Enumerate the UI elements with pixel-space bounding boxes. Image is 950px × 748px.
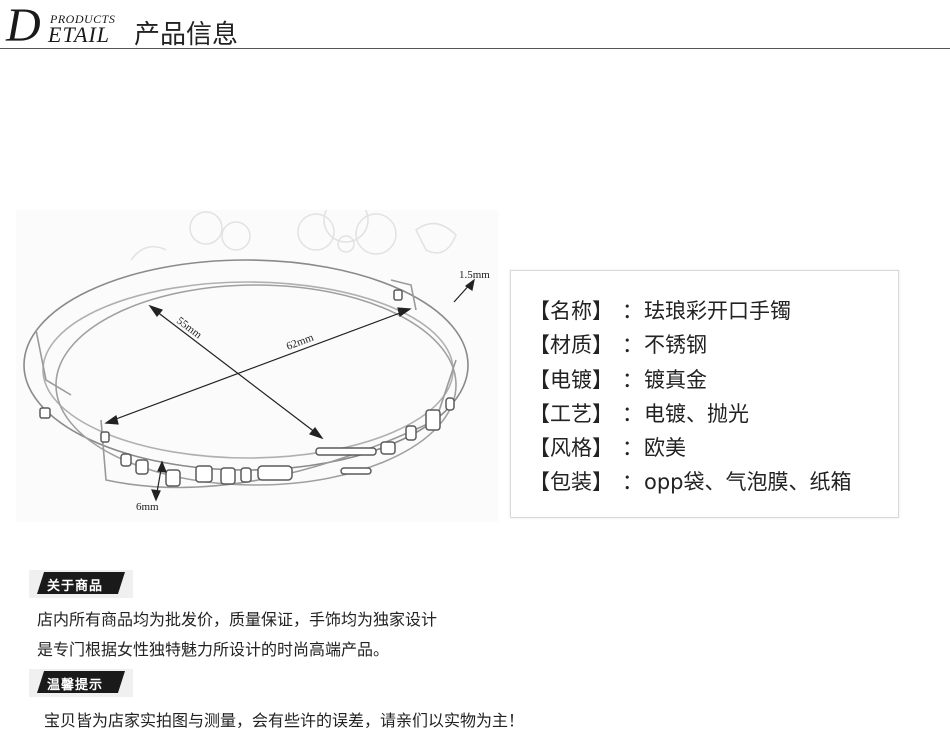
spec-row-material: 【材质】 ：不锈钢	[529, 329, 707, 359]
about-line-2: 是专门根据女性独特魅力所设计的时尚高端产品。	[37, 640, 390, 659]
dimension-arrows	[104, 278, 475, 502]
spec-label: 【包装】	[529, 470, 613, 494]
tips-line-1: 宝贝皆为店家实拍图与测量，会有些许的误差，请亲们以实物为主！	[44, 711, 525, 730]
spec-label: 【电镀】	[529, 368, 613, 392]
spec-separator: ：	[622, 333, 643, 357]
background-flowers	[130, 210, 457, 261]
spec-label: 【材质】	[529, 333, 613, 357]
tips-tag-label: 温馨提示	[47, 678, 104, 693]
spec-value: 电镀、抛光	[644, 402, 749, 426]
dimension-thickness-label: 1.5mm	[459, 269, 490, 281]
spec-value: 欧美	[644, 436, 686, 460]
bracelet-drawing: 1.5mm 55mm 62mm 6mm	[23, 210, 490, 513]
about-line-1: 店内所有商品均为批发价，质量保证，手饰均为独家设计	[37, 610, 438, 629]
header-logo-letter: D	[6, 0, 41, 52]
tips-tag: 温馨提示	[29, 669, 133, 697]
bracelet-cutouts	[39, 289, 455, 487]
spec-separator: ：	[622, 436, 643, 460]
spec-separator: ：	[622, 368, 643, 392]
spec-separator: ：	[622, 470, 643, 494]
spec-row-plating: 【电镀】 ：镀真金	[529, 364, 707, 394]
spec-separator: ：	[622, 299, 643, 323]
spec-value: 不锈钢	[644, 333, 707, 357]
spec-row-style: 【风格】 ：欧美	[529, 432, 686, 462]
spec-label: 【工艺】	[529, 402, 613, 426]
about-tag: 关于商品	[29, 570, 133, 598]
spec-row-name: 【名称】 ：珐琅彩开口手镯	[529, 295, 791, 325]
spec-value: 珐琅彩开口手镯	[644, 299, 791, 323]
spec-row-craft: 【工艺】 ：电镀、抛光	[529, 398, 749, 428]
header-products-text: PRODUCTS	[50, 12, 116, 26]
spec-label: 【风格】	[529, 436, 613, 460]
about-tag-label: 关于商品	[47, 579, 104, 594]
spec-label: 【名称】	[529, 299, 613, 323]
page-header: D PRODUCTS ETAIL 产品信息	[0, 0, 950, 50]
spec-value: opp袋、气泡膜、纸箱	[644, 470, 852, 494]
dimension-width-label: 6mm	[136, 501, 159, 513]
page-title: 产品信息	[134, 20, 239, 50]
spec-value: 镀真金	[644, 368, 707, 392]
spec-separator: ：	[622, 402, 643, 426]
spec-row-packaging: 【包装】 ：opp袋、气泡膜、纸箱	[529, 466, 852, 496]
header-etail-text: ETAIL	[48, 22, 111, 47]
spec-box: 【名称】：珐琅彩开口手镯 【材质】：不锈钢 【电镀】：镀真金 【工艺】：电镀、抛…	[510, 270, 899, 518]
bracelet-sketch: 1.5mm 55mm 62mm 6mm	[16, 210, 498, 522]
header-divider	[0, 48, 950, 49]
